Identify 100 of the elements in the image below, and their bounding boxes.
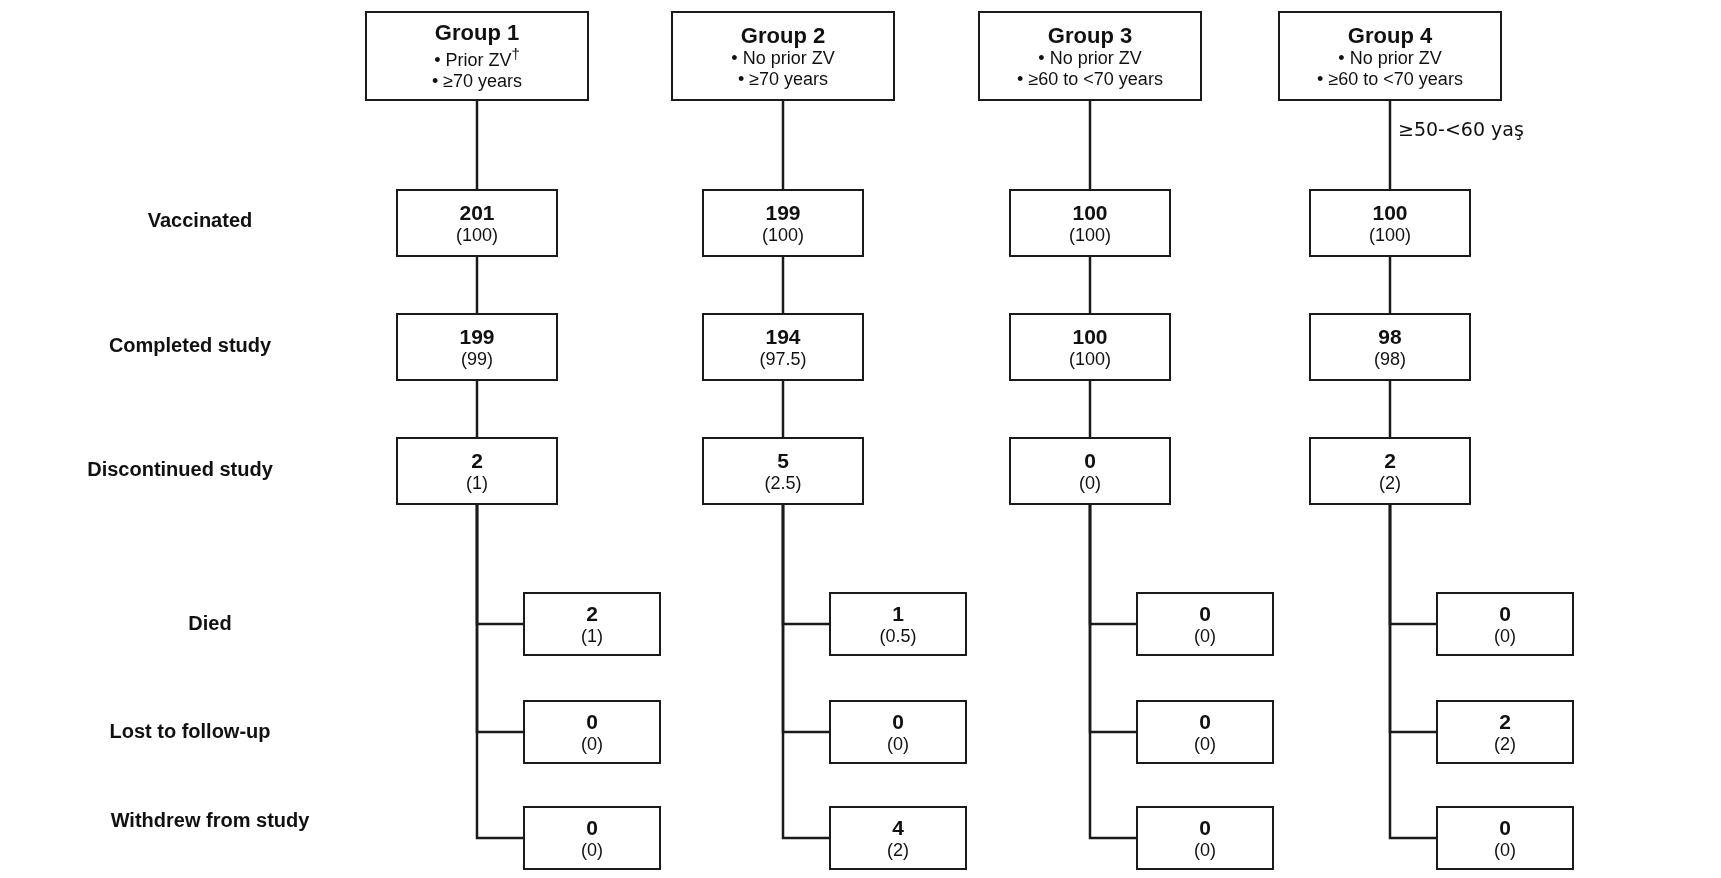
percent-value: (1) xyxy=(466,472,488,494)
count-box xyxy=(829,700,967,764)
count-box xyxy=(1136,806,1274,870)
count-box xyxy=(702,189,864,257)
count-box xyxy=(702,313,864,381)
count-value: 0 xyxy=(1199,709,1211,734)
connector-line xyxy=(781,257,785,313)
percent-value: (100) xyxy=(1069,224,1111,246)
percent-value: (0) xyxy=(887,733,909,755)
count-value: 100 xyxy=(1372,200,1408,225)
count-value: 201 xyxy=(459,200,495,225)
count-value: 0 xyxy=(1499,815,1511,840)
count-value: 0 xyxy=(892,709,904,734)
count-box xyxy=(1009,313,1171,381)
count-box xyxy=(1136,592,1274,656)
connector-line xyxy=(1388,257,1392,313)
count-box xyxy=(396,437,558,505)
count-value: 199 xyxy=(765,200,801,225)
count-value: 1 xyxy=(892,601,904,626)
count-value: 0 xyxy=(586,815,598,840)
connector-line xyxy=(1388,101,1392,189)
group-title: Group 3 xyxy=(1047,22,1133,48)
connector-line xyxy=(1088,257,1092,313)
criterion-text: • Prior ZV$^{†}$ xyxy=(434,45,520,72)
criterion-text: • No prior ZV xyxy=(731,47,835,69)
connector-line xyxy=(475,101,479,189)
percent-value: (100) xyxy=(1069,348,1111,370)
connector-line xyxy=(1088,381,1092,437)
count-box xyxy=(829,592,967,656)
count-box xyxy=(1009,437,1171,505)
row-label: Died xyxy=(187,611,233,635)
percent-value: (0) xyxy=(1494,839,1516,861)
count-box xyxy=(1136,700,1274,764)
percent-value: (98) xyxy=(1374,348,1406,370)
connector-line xyxy=(475,257,479,313)
count-value: 2 xyxy=(586,601,598,626)
percent-value: (99) xyxy=(461,348,493,370)
count-box xyxy=(1436,592,1574,656)
percent-value: (0) xyxy=(1194,625,1216,647)
percent-value: (2.5) xyxy=(764,472,802,494)
connector-line xyxy=(781,505,829,840)
group-title: Group 4 xyxy=(1347,22,1433,48)
connector-line xyxy=(475,381,479,437)
count-value: 98 xyxy=(1378,324,1402,349)
criterion-text: • No prior ZV xyxy=(1038,47,1142,69)
percent-value: (2) xyxy=(1494,733,1516,755)
connector-line xyxy=(781,381,785,437)
group-box xyxy=(671,11,895,101)
connector-line xyxy=(1388,381,1392,437)
percent-value: (0) xyxy=(1194,839,1216,861)
count-box xyxy=(396,189,558,257)
percent-value: (0) xyxy=(581,839,603,861)
percent-value: (2) xyxy=(887,839,909,861)
count-value: 2 xyxy=(1384,448,1396,473)
percent-value: (0) xyxy=(581,733,603,755)
group-box xyxy=(1278,11,1502,101)
count-box xyxy=(1309,437,1471,505)
count-box xyxy=(523,592,661,656)
count-box xyxy=(1436,700,1574,764)
criterion-text: • ≥70 years xyxy=(737,68,829,90)
count-value: 0 xyxy=(1499,601,1511,626)
row-label: Discontinued study xyxy=(86,457,274,481)
count-value: 4 xyxy=(892,815,904,840)
count-box xyxy=(523,700,661,764)
percent-value: (100) xyxy=(1369,224,1411,246)
count-box xyxy=(1309,313,1471,381)
criterion-text: • ≥60 to <70 years xyxy=(1017,68,1163,90)
percent-value: (2) xyxy=(1379,472,1401,494)
count-value: 0 xyxy=(1199,601,1211,626)
percent-value: (0) xyxy=(1494,625,1516,647)
percent-value: (0) xyxy=(1194,733,1216,755)
count-value: 100 xyxy=(1072,200,1108,225)
connector-line xyxy=(1088,505,1136,840)
percent-value: (100) xyxy=(762,224,804,246)
percent-value: (0) xyxy=(1079,472,1101,494)
count-value: 199 xyxy=(459,324,495,349)
row-label: Withdrew from study xyxy=(109,808,311,832)
group-box xyxy=(365,11,589,101)
row-label: Completed study xyxy=(107,333,273,357)
count-box xyxy=(702,437,864,505)
percent-value: (100) xyxy=(456,224,498,246)
percent-value: (0.5) xyxy=(879,625,917,647)
count-value: 100 xyxy=(1072,324,1108,349)
connector-line xyxy=(781,101,785,189)
count-value: 2 xyxy=(1499,709,1511,734)
count-value: 5 xyxy=(777,448,789,473)
count-value: 2 xyxy=(471,448,483,473)
row-label: Lost to follow-up xyxy=(108,719,272,743)
count-value: 0 xyxy=(1084,448,1096,473)
criterion-text: • No prior ZV xyxy=(1338,47,1442,69)
connector-line xyxy=(1088,101,1092,189)
group-box xyxy=(978,11,1202,101)
count-box xyxy=(1309,189,1471,257)
count-value: 0 xyxy=(586,709,598,734)
count-box xyxy=(829,806,967,870)
annotation-text: ≥50-<60 yaş xyxy=(1398,118,1524,140)
criterion-text: • ≥70 years xyxy=(431,71,523,92)
criterion-text: • ≥60 to <70 years xyxy=(1317,68,1463,90)
count-value: 194 xyxy=(765,324,801,349)
count-box xyxy=(1436,806,1574,870)
